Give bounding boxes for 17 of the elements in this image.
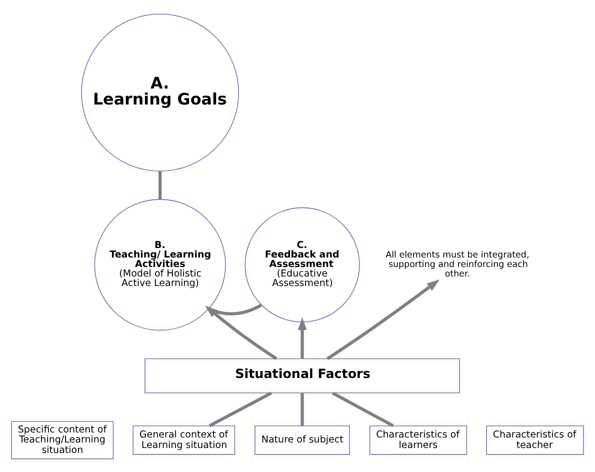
node-circle: A. Learning Goals <box>81 13 240 172</box>
node-box: General context of Learning situation <box>132 424 236 454</box>
node-box: Nature of subject <box>254 424 350 454</box>
node-box: Characteristics of teacher <box>486 424 584 454</box>
arrow <box>205 305 278 360</box>
arrow <box>326 279 440 360</box>
node-box: Specific content of Teaching/Learning situation <box>11 420 114 459</box>
connector <box>300 392 304 426</box>
node-text: All elements must be integrated, supporting and reinforcing each other. <box>386 250 530 280</box>
node-circle: C. Feedback and Assessment (Educative Assessment) <box>244 206 360 322</box>
node-box: Characteristics of learners <box>369 424 468 454</box>
connector <box>158 170 162 200</box>
node-box: Situational Factors <box>144 358 460 393</box>
connector <box>208 391 272 427</box>
arrow <box>298 316 307 358</box>
node-circle: B. Teaching/ Learning Activities (Model of Holistic Active Learning) <box>94 198 226 330</box>
connector <box>332 391 394 427</box>
